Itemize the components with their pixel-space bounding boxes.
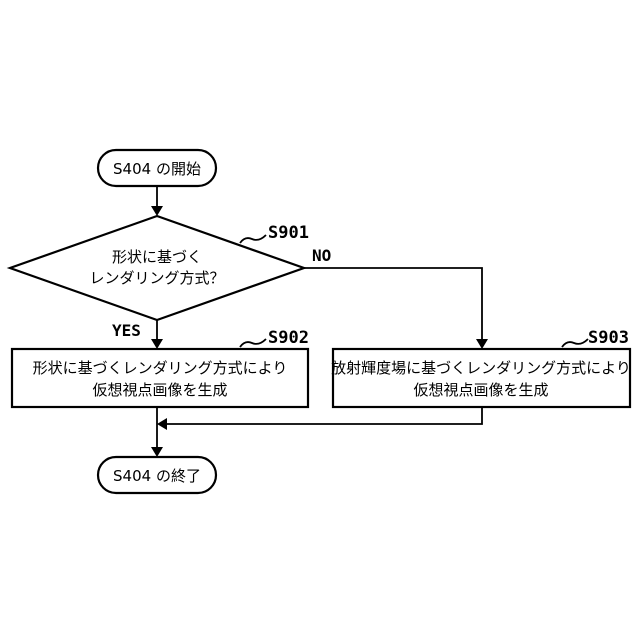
no-branch-label: NO — [312, 246, 331, 265]
arrowhead-merge — [157, 418, 167, 430]
decision-text-line2: レンダリング方式？ — [89, 269, 224, 287]
process-yes-line2: 仮想視点画像を生成 — [92, 381, 227, 399]
decision-id-leader — [240, 235, 266, 243]
end-label: S404 の終了 — [113, 467, 201, 485]
arrowhead-yes-branch — [151, 339, 163, 349]
arrowhead-start-to-decision — [151, 206, 163, 216]
decision-step-id: S901 — [268, 223, 309, 243]
start-label: S404 の開始 — [113, 160, 201, 178]
process-no-line1: 放射輝度場に基づくレンダリング方式により — [331, 359, 631, 377]
connector-no-branch — [304, 268, 482, 339]
process-yes-step-id: S902 — [268, 328, 309, 348]
arrowhead-no-branch — [476, 339, 488, 349]
process-no-step-id: S903 — [588, 328, 629, 348]
decision-diamond — [10, 216, 304, 320]
connector-no-merge — [167, 407, 482, 424]
yes-branch-label: YES — [112, 321, 141, 340]
process-no-id-leader — [562, 339, 588, 347]
process-yes-line1: 形状に基づくレンダリング方式により — [33, 359, 288, 377]
arrowhead-to-end — [151, 447, 163, 457]
decision-text-line1: 形状に基づく — [112, 248, 202, 266]
process-no-line2: 仮想視点画像を生成 — [413, 381, 548, 399]
process-yes-id-leader — [240, 339, 266, 347]
